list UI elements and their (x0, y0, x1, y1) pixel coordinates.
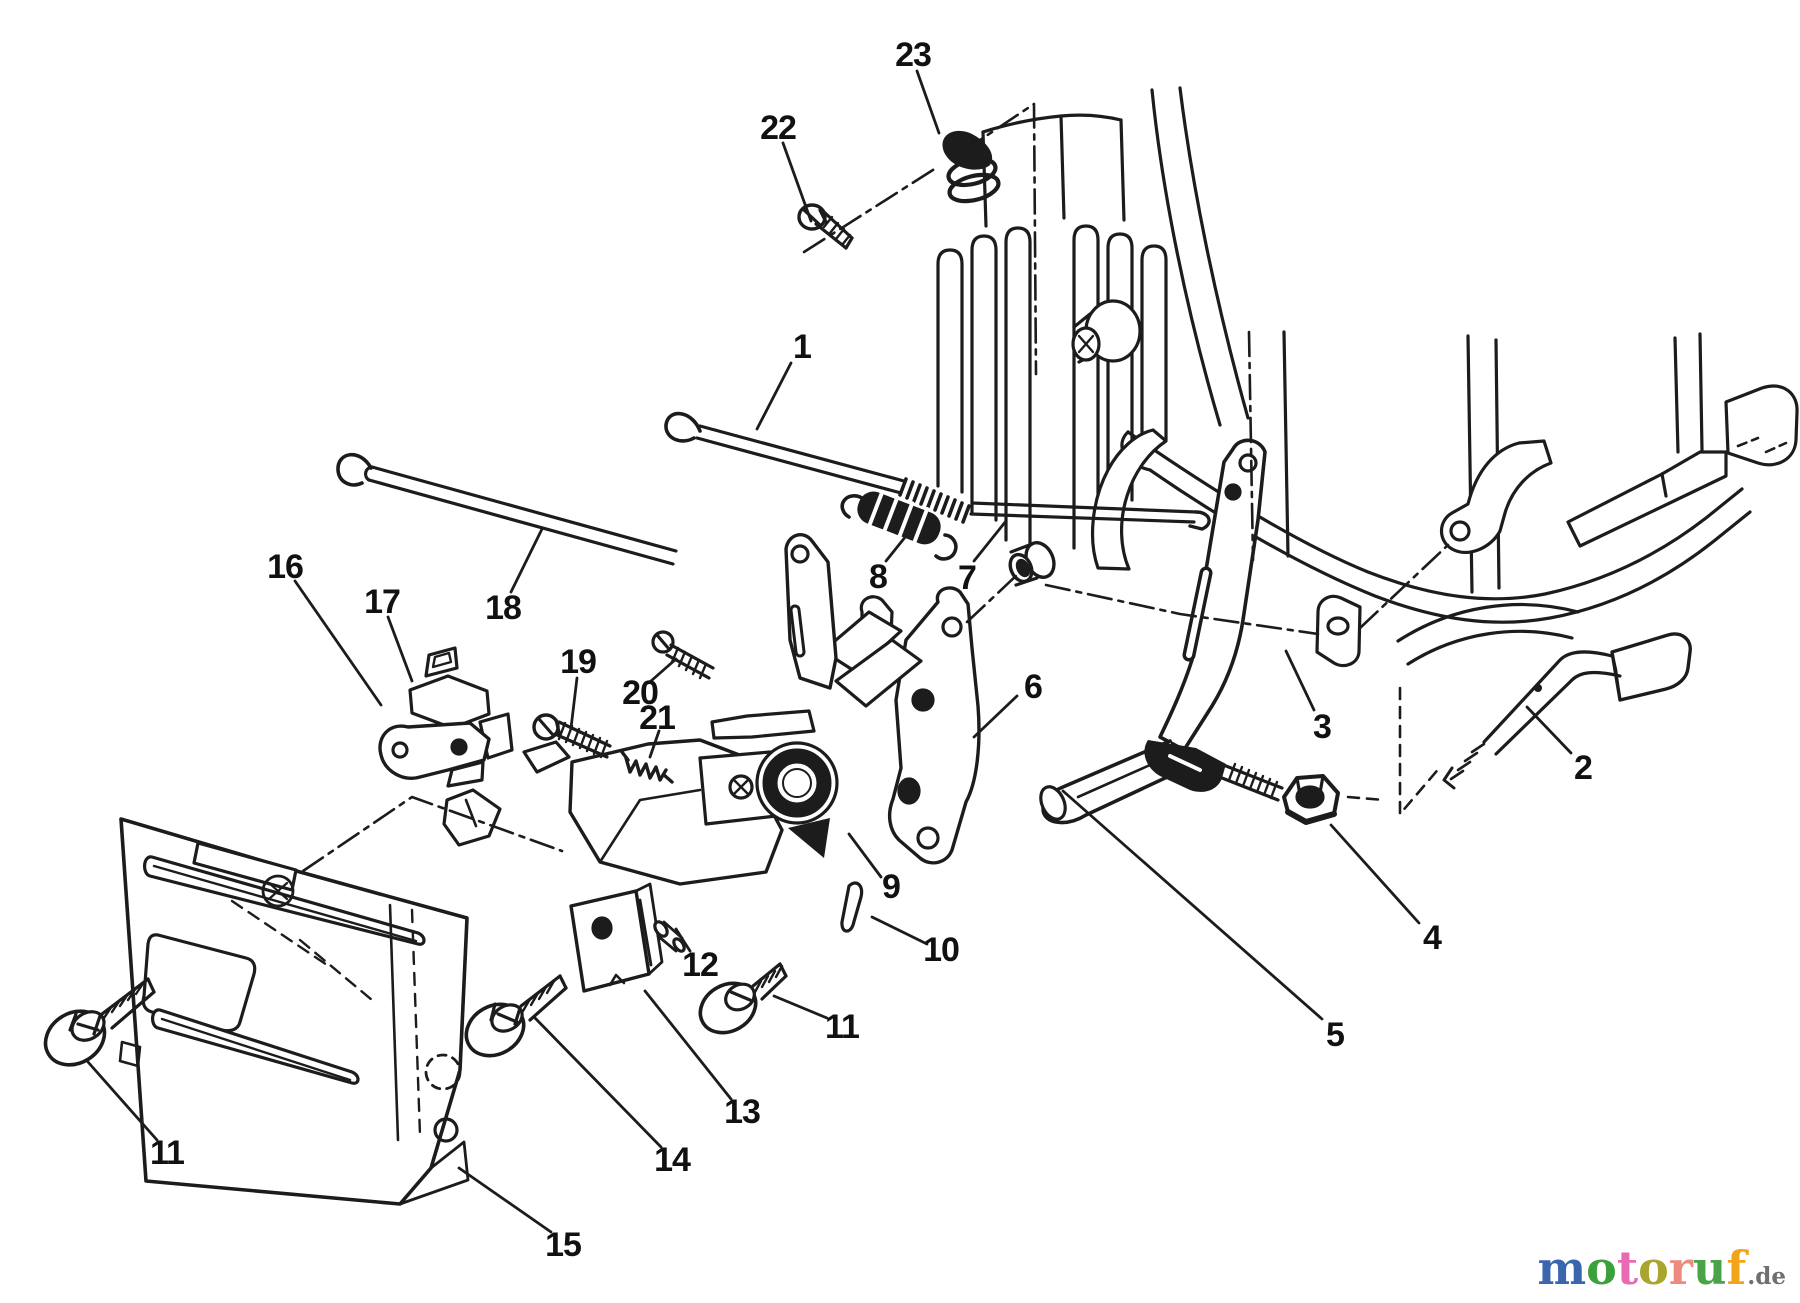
leader-line-8 (884, 534, 908, 563)
leader-line-7 (972, 519, 1008, 563)
leader-line-16 (293, 579, 383, 707)
leader-line-11 (86, 1060, 159, 1142)
logo-letter: u (1693, 1241, 1727, 1295)
spring-clip-screw-drawing (797, 130, 1001, 250)
leader-line-12 (674, 927, 692, 953)
nut-drawing (1282, 774, 1340, 825)
leader-line-5 (1061, 789, 1324, 1021)
clamp-plate-drawing (464, 882, 788, 1058)
logo-letter: m (1537, 1241, 1587, 1295)
governor-shaft-rod-drawing (1442, 632, 1692, 790)
leader-line-2 (1525, 705, 1573, 755)
throttle-lever-drawing (378, 630, 715, 847)
logo-letter: o (1638, 1241, 1669, 1295)
leader-line-1 (755, 361, 793, 431)
cover-plate-drawing (43, 817, 470, 1206)
leader-line-20 (649, 657, 678, 683)
motoruf-logo-word: motoruf (1537, 1241, 1746, 1295)
bracket-plate-drawing (859, 541, 1056, 865)
leader-line-15 (457, 1166, 553, 1234)
logo-letter: f (1726, 1241, 1747, 1295)
logo-letter: r (1668, 1241, 1694, 1295)
motoruf-logo-suffix: .de (1747, 1263, 1786, 1290)
leader-line-14 (533, 1016, 663, 1149)
leader-line-6 (972, 694, 1019, 739)
leader-line-10 (870, 915, 929, 946)
leader-line-4 (1329, 823, 1421, 925)
governor-spring-drawing (840, 489, 958, 561)
choke-rod-drawing (336, 452, 678, 566)
cylinder-fins-drawing (936, 86, 1250, 550)
leader-line-9 (847, 832, 883, 879)
leader-line-23 (915, 69, 941, 135)
leader-line-3 (1284, 649, 1316, 712)
logo-letter: t (1616, 1241, 1639, 1295)
alignment-lines (301, 102, 1450, 873)
leader-line-21 (648, 729, 661, 759)
leader-line-11 (772, 994, 829, 1020)
leader-line-19 (569, 676, 579, 730)
leader-lines (86, 69, 1573, 1234)
logo-letter: o (1586, 1241, 1617, 1295)
leader-line-22 (781, 141, 813, 223)
motoruf-logo: motoruf.de (1537, 1241, 1786, 1295)
throttle-rod-drawing (664, 411, 1211, 531)
leader-line-17 (386, 615, 414, 683)
leader-line-13 (643, 989, 733, 1101)
leader-line-18 (509, 527, 544, 594)
crankcase-drawing (1090, 330, 1799, 668)
carburetor-bracket-drawing (568, 533, 923, 933)
